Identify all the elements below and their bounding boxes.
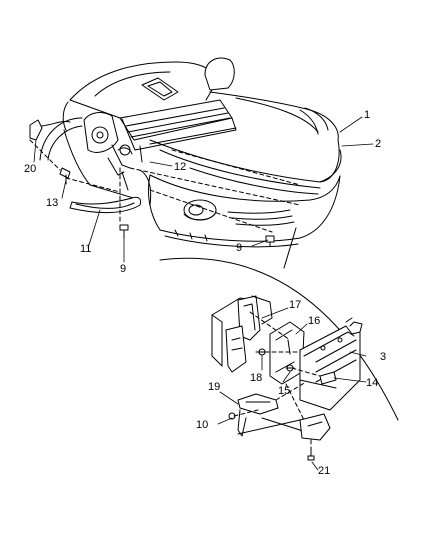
callout-10: 10 — [196, 419, 209, 431]
callout-16: 16 — [308, 315, 321, 327]
callout-9-right: 9 — [236, 242, 243, 254]
bracket-detail-drawing — [212, 296, 362, 460]
callout-20: 20 — [24, 163, 37, 175]
callout-17: 17 — [289, 299, 302, 311]
leader-lines-lower — [218, 308, 366, 470]
callout-19: 19 — [208, 381, 221, 393]
callout-14: 14 — [366, 377, 379, 389]
leader-lines-upper — [34, 117, 373, 262]
callout-18: 18 — [250, 372, 263, 384]
callout-9-left: 9 — [120, 263, 127, 275]
vehicle-front-drawing — [30, 58, 341, 247]
callout-2: 2 — [375, 138, 382, 150]
callout-15: 15 — [278, 385, 291, 397]
callout-12: 12 — [174, 161, 187, 173]
callout-21: 21 — [318, 465, 331, 477]
detail-view-boundary — [160, 228, 398, 420]
callout-11: 11 — [80, 243, 92, 255]
callout-13: 13 — [46, 197, 59, 209]
callout-1: 1 — [364, 109, 371, 121]
callout-3: 3 — [380, 351, 387, 363]
